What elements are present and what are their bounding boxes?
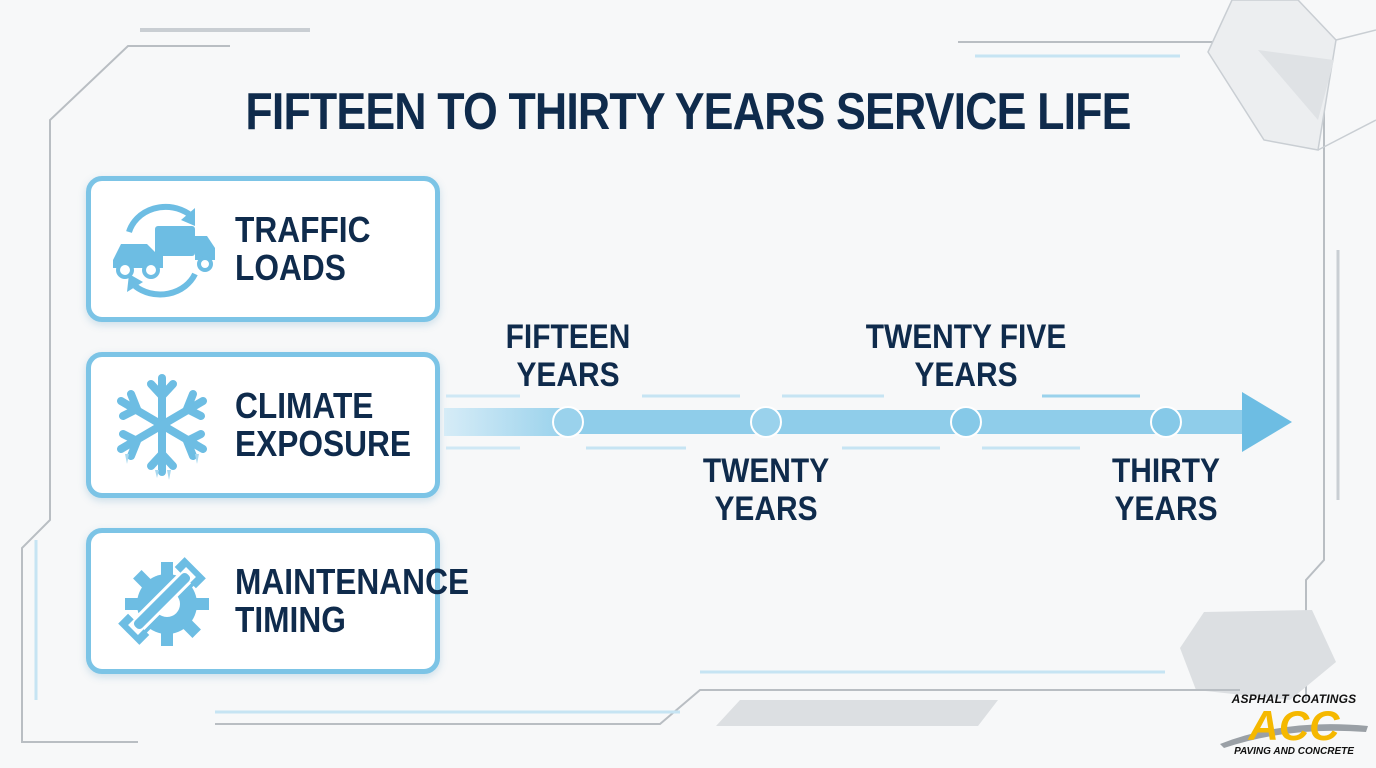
timeline-label-line1: TWENTY <box>702 452 830 490</box>
timeline-label-line2: YEARS <box>1114 490 1218 528</box>
vehicles-cycle-icon <box>113 203 215 298</box>
page-title: FIFTEEN TO THIRTY YEARS SERVICE LIFE <box>245 83 1131 141</box>
snowflake-icon <box>117 374 207 480</box>
timeline-lead-in <box>444 408 564 436</box>
gear-wrench-icon <box>118 557 209 646</box>
logo-mark: ACC <box>1220 704 1368 748</box>
timeline-marker <box>750 406 782 438</box>
timeline-label-line1: TWENTY FIVE <box>865 318 1067 356</box>
factor-label-line1: TRAFFIC <box>235 209 371 250</box>
timeline-label-line2: YEARS <box>516 356 620 394</box>
timeline-label-thirty: THIRTY YEARS <box>1046 452 1286 528</box>
timeline-label-twenty-five: TWENTY FIVE YEARS <box>846 318 1086 394</box>
factor-label-line1: MAINTENANCE <box>235 561 470 602</box>
timeline-label-line2: YEARS <box>714 490 818 528</box>
timeline-label-line1: FIFTEEN <box>505 318 631 356</box>
timeline-arrow-head <box>1242 392 1292 452</box>
timeline-marker <box>950 406 982 438</box>
timeline-label-line1: THIRTY <box>1111 452 1221 490</box>
logo-mark-text: ACC <box>1248 704 1341 748</box>
timeline-marker <box>1150 406 1182 438</box>
timeline-label-line2: YEARS <box>914 356 1018 394</box>
logo-top-text: ASPHALT COATINGS <box>1231 692 1357 706</box>
timeline-marker <box>552 406 584 438</box>
factor-label-line1: CLIMATE <box>235 385 374 426</box>
factor-label-line2: EXPOSURE <box>235 423 412 464</box>
timeline-bar <box>564 410 1244 434</box>
timeline-label-twenty: TWENTY YEARS <box>646 452 886 528</box>
logo-bottom-text: PAVING AND CONCRETE <box>1234 746 1354 757</box>
company-logo: ASPHALT COATINGS ACC PAVING AND CONCRETE <box>1216 690 1372 764</box>
timeline-label-fifteen: FIFTEEN YEARS <box>448 318 688 394</box>
factor-label-line2: LOADS <box>235 247 346 288</box>
factor-label-line2: TIMING <box>235 599 346 640</box>
